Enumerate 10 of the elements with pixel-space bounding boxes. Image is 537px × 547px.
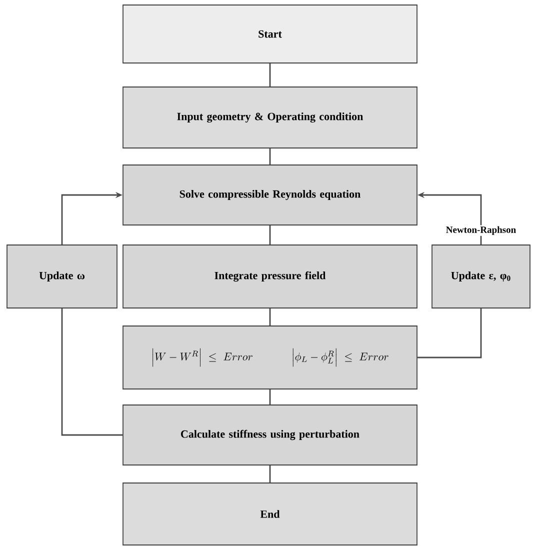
process-box: $\left|W-W^{R}\right|\le Error$ $\left|\phi_{L}-\phi_{L}^{R}\right|\le Error$ (122, 326, 418, 390)
process-box: End (122, 482, 418, 546)
edge-label: Newton-Raphson (444, 225, 518, 236)
process-box: Start (122, 4, 418, 64)
process-box: Update ω (6, 244, 118, 308)
process-box: Solve compressible Reynolds equation (122, 164, 418, 226)
process-box: Calculate stiffness using perturbation (122, 404, 418, 466)
process-box: Integrate pressure field (122, 244, 418, 308)
process-box: Update ε, φ$_{0}$ (432, 244, 530, 308)
process-box: Input geometry & Operating condition (122, 86, 418, 148)
